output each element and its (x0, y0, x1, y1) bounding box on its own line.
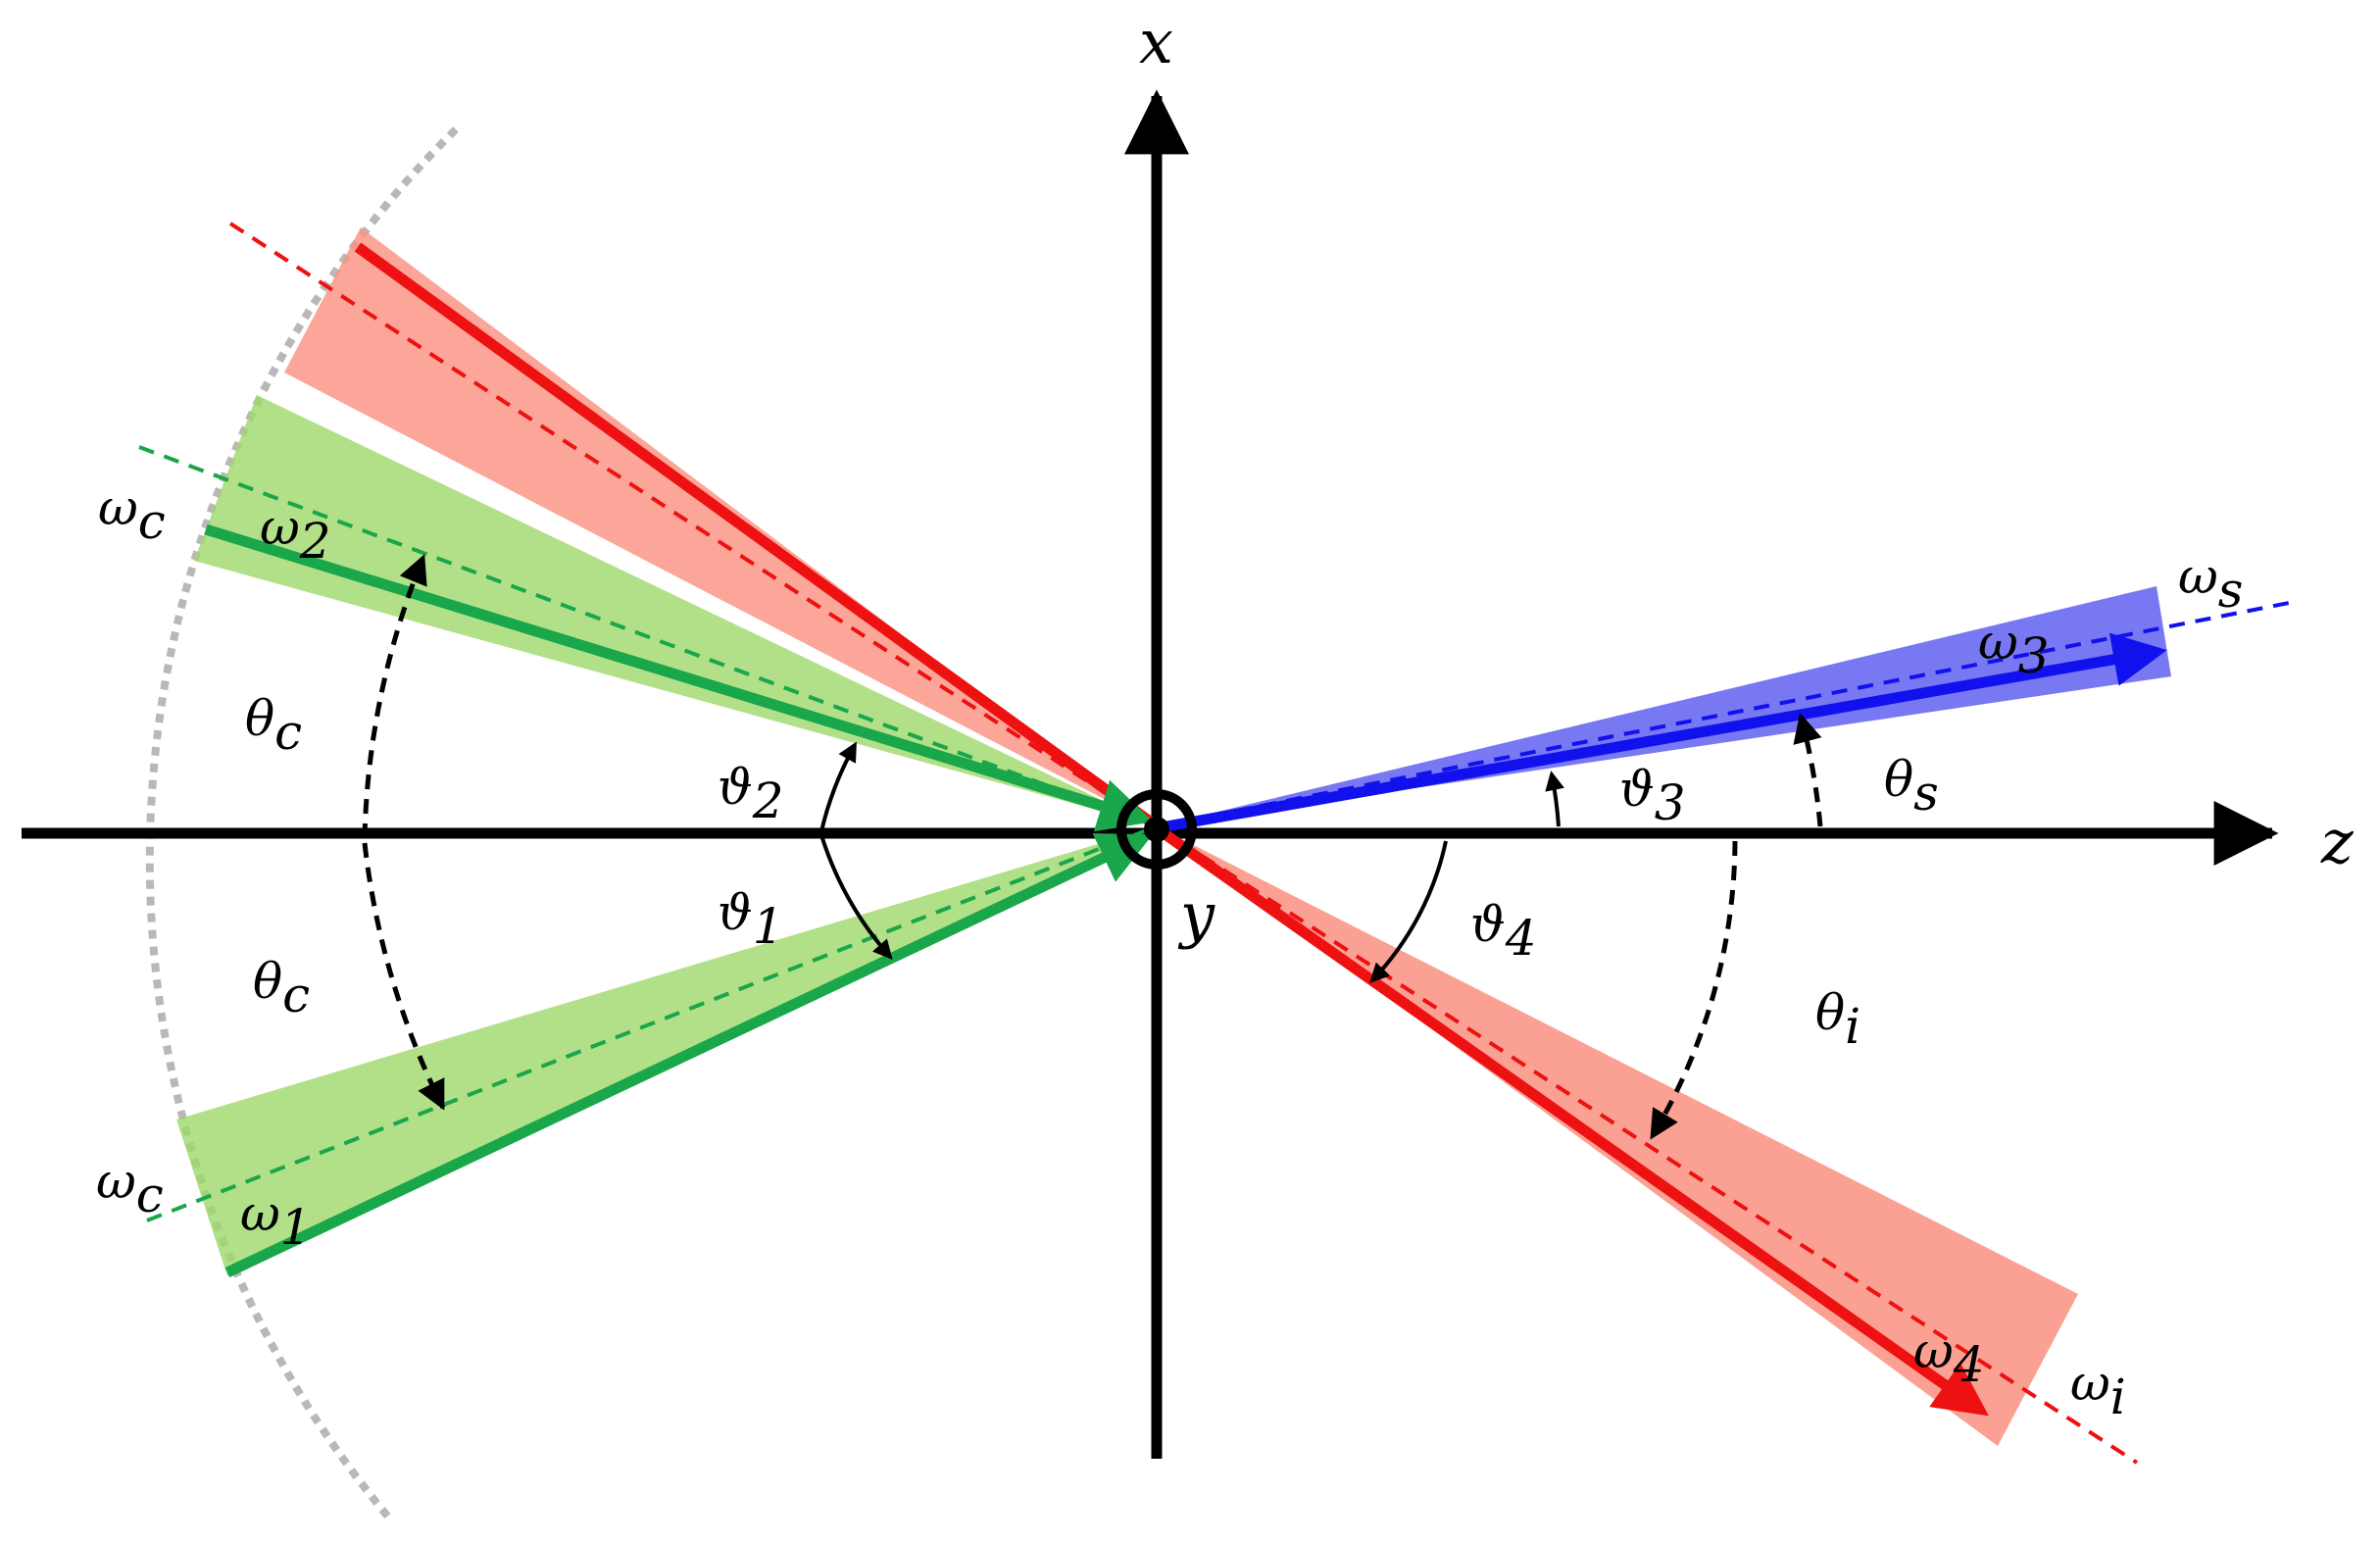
theta-i-label: θi (1815, 984, 1860, 1055)
phase-matching-cone-arc (145, 126, 459, 1524)
omega-c-upper-label: ωc (98, 479, 166, 550)
theta-c-lower-label: θc (253, 953, 310, 1023)
omega-2-label: ω2 (260, 499, 331, 570)
vartheta-3-arc (1545, 771, 1564, 827)
omega-s-label: ωs (2178, 548, 2243, 619)
theta-c-lower-arc (362, 842, 446, 1111)
green-upper-dashed-line (138, 445, 1158, 828)
z-axis-label: z (2320, 806, 2354, 877)
vartheta-1-arc (819, 834, 893, 960)
vartheta-1-label: ϑ1 (718, 884, 784, 955)
red-lower-dashed-line (1155, 824, 2139, 1465)
vartheta-4-label: ϑ4 (1470, 896, 1537, 967)
y-axis-label: y (1177, 879, 1215, 951)
omega-1-label: ω1 (240, 1185, 312, 1256)
blue-dashed-line (1156, 601, 2290, 828)
theta-c-upper-label: θc (245, 690, 302, 761)
x-axis-label: x (1139, 6, 1173, 77)
red-upper-beam (354, 242, 1161, 831)
omega-i-label: ωi (2070, 1355, 2126, 1425)
y-axis-dot (1144, 817, 1169, 842)
red-lower-beam (1163, 830, 1989, 1417)
green-lower-beam-cone (176, 826, 1157, 1276)
theta-c-upper-arc (362, 554, 427, 839)
theta-s-arc (1793, 713, 1823, 827)
vartheta-2-arc (819, 741, 857, 832)
blue-beam (1165, 632, 2167, 832)
theta-s-label: θs (1884, 751, 1939, 822)
vartheta-2-label: ϑ2 (718, 759, 784, 829)
green-lower-beam (224, 832, 1153, 1277)
red-upper-beam-cone (284, 227, 1157, 826)
green-upper-beam (204, 523, 1154, 832)
omega-4-label: ω4 (1913, 1322, 1985, 1393)
green-lower-dashed-line (146, 824, 1158, 1222)
green-upper-beam-cone (194, 395, 1157, 826)
y-axis-outer-ring (1116, 789, 1197, 870)
omega-c-lower-label: ωc (96, 1153, 164, 1223)
theta-i-arc (1649, 840, 1738, 1140)
omega-3-label: ω3 (1978, 614, 2050, 684)
blue-beam-cone (1157, 586, 2171, 826)
vartheta-3-label: ϑ3 (1619, 761, 1686, 831)
vartheta-4-arc (1369, 840, 1448, 983)
